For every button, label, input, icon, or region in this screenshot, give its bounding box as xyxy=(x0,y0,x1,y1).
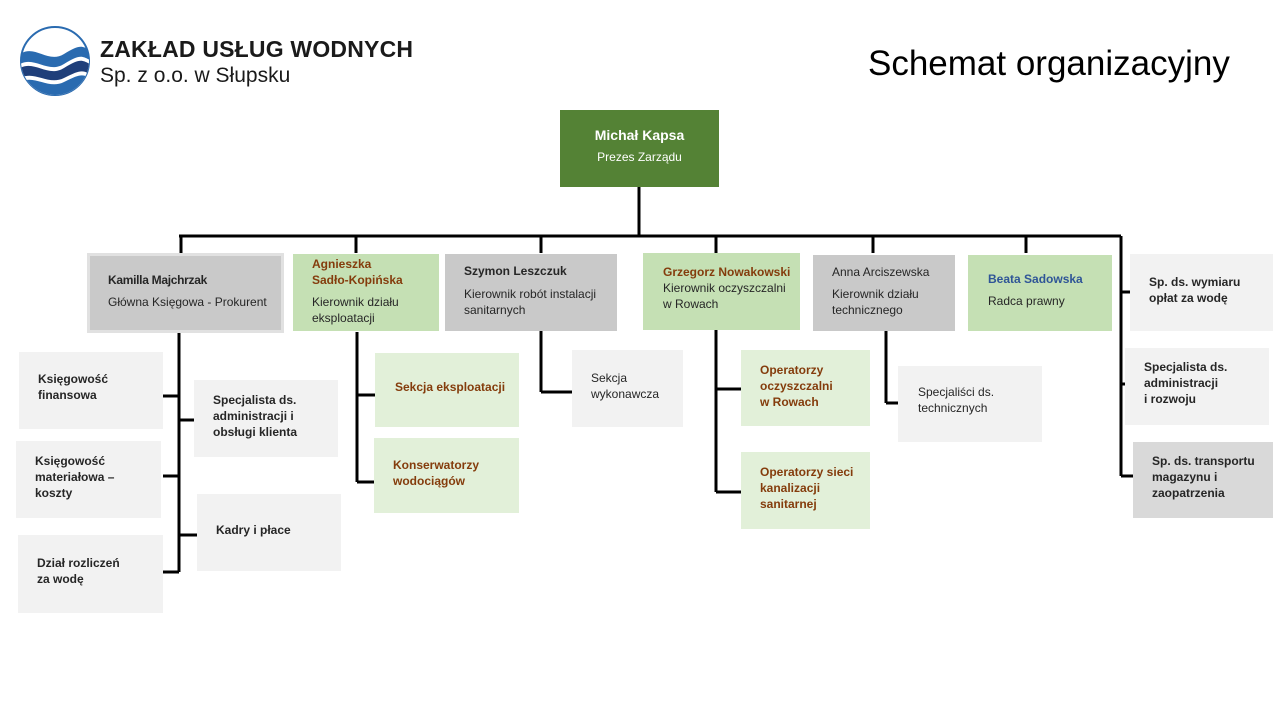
unit-specjalista-obslugi-klienta: Specjalista ds. administracji i obsługi … xyxy=(194,380,338,457)
manager-name: Anna Arciszewska xyxy=(832,265,930,279)
unit-dzial-rozliczen: Dział rozliczeń za wodę xyxy=(18,535,163,613)
unit-operatorzy-oczyszczalni: Operatorzy oczyszczalni w Rowach xyxy=(741,350,870,426)
unit-konserwatorzy-wodociagow: Konserwatorzy wodociągów xyxy=(374,438,519,513)
manager-role: Kierownik działu eksploatacji xyxy=(312,295,399,325)
president-box: Michał Kapsa Prezes Zarządu xyxy=(560,110,719,187)
manager-name: Beata Sadowska xyxy=(988,272,1083,286)
manager-name: Kamilla Majchrzak xyxy=(108,273,207,287)
president-role: Prezes Zarządu xyxy=(597,150,682,164)
unit-specjalisci-techniczni: Specjaliści ds. technicznych xyxy=(898,366,1042,442)
manager-name: Grzegorz Nowakowski xyxy=(663,265,791,279)
manager-name: Agnieszka Sadło-Kopińska xyxy=(312,257,403,287)
water-waves-logo-icon xyxy=(20,26,90,96)
unit-sp-wymiaru-oplat: Sp. ds. wymiaru opłat za wodę xyxy=(1130,254,1273,331)
manager-role: Radca prawny xyxy=(988,294,1065,308)
unit-specjalista-administracji-rozwoju: Specjalista ds. administracji i rozwoju xyxy=(1125,348,1269,425)
manager-role: Główna Księgowa - Prokurent xyxy=(108,295,267,309)
president-name: Michał Kapsa xyxy=(594,127,685,143)
unit-ksiegowosc-finansowa: Księgowość finansowa xyxy=(19,352,163,429)
unit-sp-transportu: Sp. ds. transportu magazynu i zaopatrzen… xyxy=(1133,442,1273,518)
manager-box-beata: Beata Sadowska Radca prawny xyxy=(968,255,1112,331)
company-subtitle: Sp. z o.o. w Słupsku xyxy=(100,64,291,87)
page-title: Schemat organizacyjny xyxy=(868,44,1230,83)
unit-sekcja-eksploatacji: Sekcja eksploatacji xyxy=(375,353,519,427)
manager-box-szymon: Szymon Leszczuk Kierownik robót instalac… xyxy=(445,254,617,331)
unit-operatorzy-sieci: Operatorzy sieci kanalizacji sanitarnej xyxy=(741,452,870,529)
manager-role: Kierownik działu technicznego xyxy=(832,287,919,317)
unit-kadry-i-place: Kadry i płace xyxy=(197,494,341,571)
manager-box-anna: Anna Arciszewska Kierownik działu techni… xyxy=(813,255,955,331)
manager-role: Kierownik robót instalacji sanitarnych xyxy=(464,287,597,317)
manager-role: Kierownik oczyszczalni w Rowach xyxy=(663,281,786,311)
unit-ksiegowosc-materialowa: Księgowość materiałowa – koszty xyxy=(16,441,161,518)
company-name: ZAKŁAD USŁUG WODNYCH xyxy=(100,36,414,62)
manager-box-agnieszka: Agnieszka Sadło-Kopińska Kierownik dział… xyxy=(293,254,439,331)
manager-name: Szymon Leszczuk xyxy=(464,264,567,278)
manager-box-kamilla: Kamilla Majchrzak Główna Księgowa - Prok… xyxy=(87,253,284,333)
unit-sekcja-wykonawcza: Sekcja wykonawcza xyxy=(572,350,683,427)
manager-box-grzegorz: Grzegorz Nowakowski Kierownik oczyszczal… xyxy=(643,253,800,330)
